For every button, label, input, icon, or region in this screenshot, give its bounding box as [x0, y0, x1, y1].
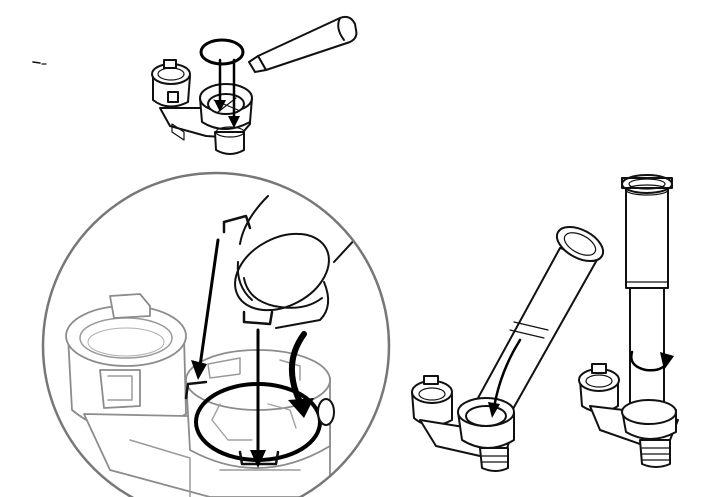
rotate-arrow-icon	[629, 349, 674, 372]
rotate-arrow-icon	[488, 338, 522, 418]
stray-mark	[32, 61, 47, 65]
rotate-arrow-icon	[288, 331, 314, 418]
insert-arrow-icon	[214, 58, 240, 128]
valve-housing-icon	[578, 363, 679, 468]
insert-arrow-icon	[191, 238, 266, 468]
standpipe-icon	[232, 195, 359, 329]
o-ring-icon	[199, 38, 245, 66]
grease-tube-icon	[248, 15, 358, 73]
standpipe-icon	[621, 174, 673, 419]
step-1-lubricate-seal	[151, 15, 358, 155]
valve-housing-icon	[411, 375, 515, 472]
alignment-tab	[317, 398, 335, 426]
step-2-detail-view	[41, 171, 391, 497]
valve-housing-icon	[151, 59, 253, 155]
magnifier-frame	[41, 171, 391, 497]
step-3-install-standpipe	[411, 174, 679, 472]
